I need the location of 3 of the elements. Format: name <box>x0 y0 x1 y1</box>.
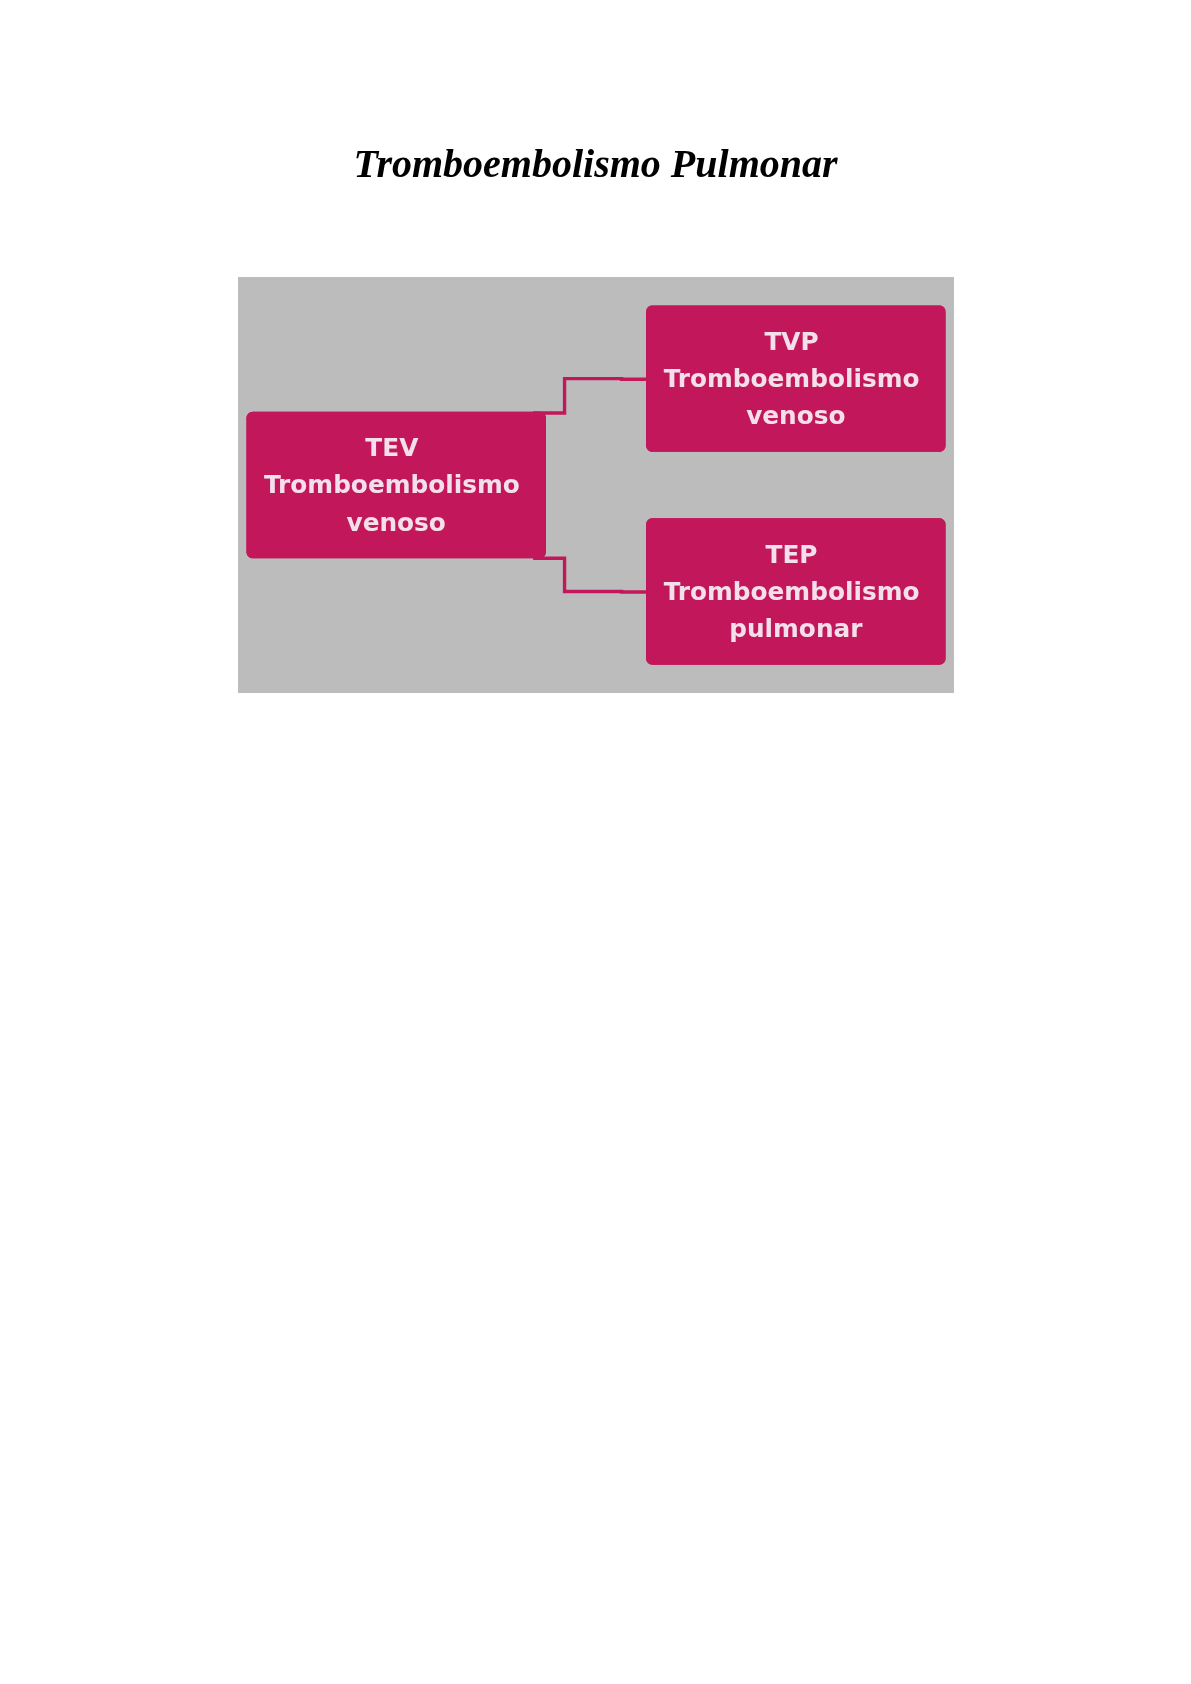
connector <box>532 556 647 594</box>
diagram-background: TEV Tromboembolismo venoso TVP Tromboembolismo venoso TEP Tromboembolismo pulmonar <box>237 277 954 694</box>
title: Tromboembolismo Pulmonar <box>352 140 839 187</box>
